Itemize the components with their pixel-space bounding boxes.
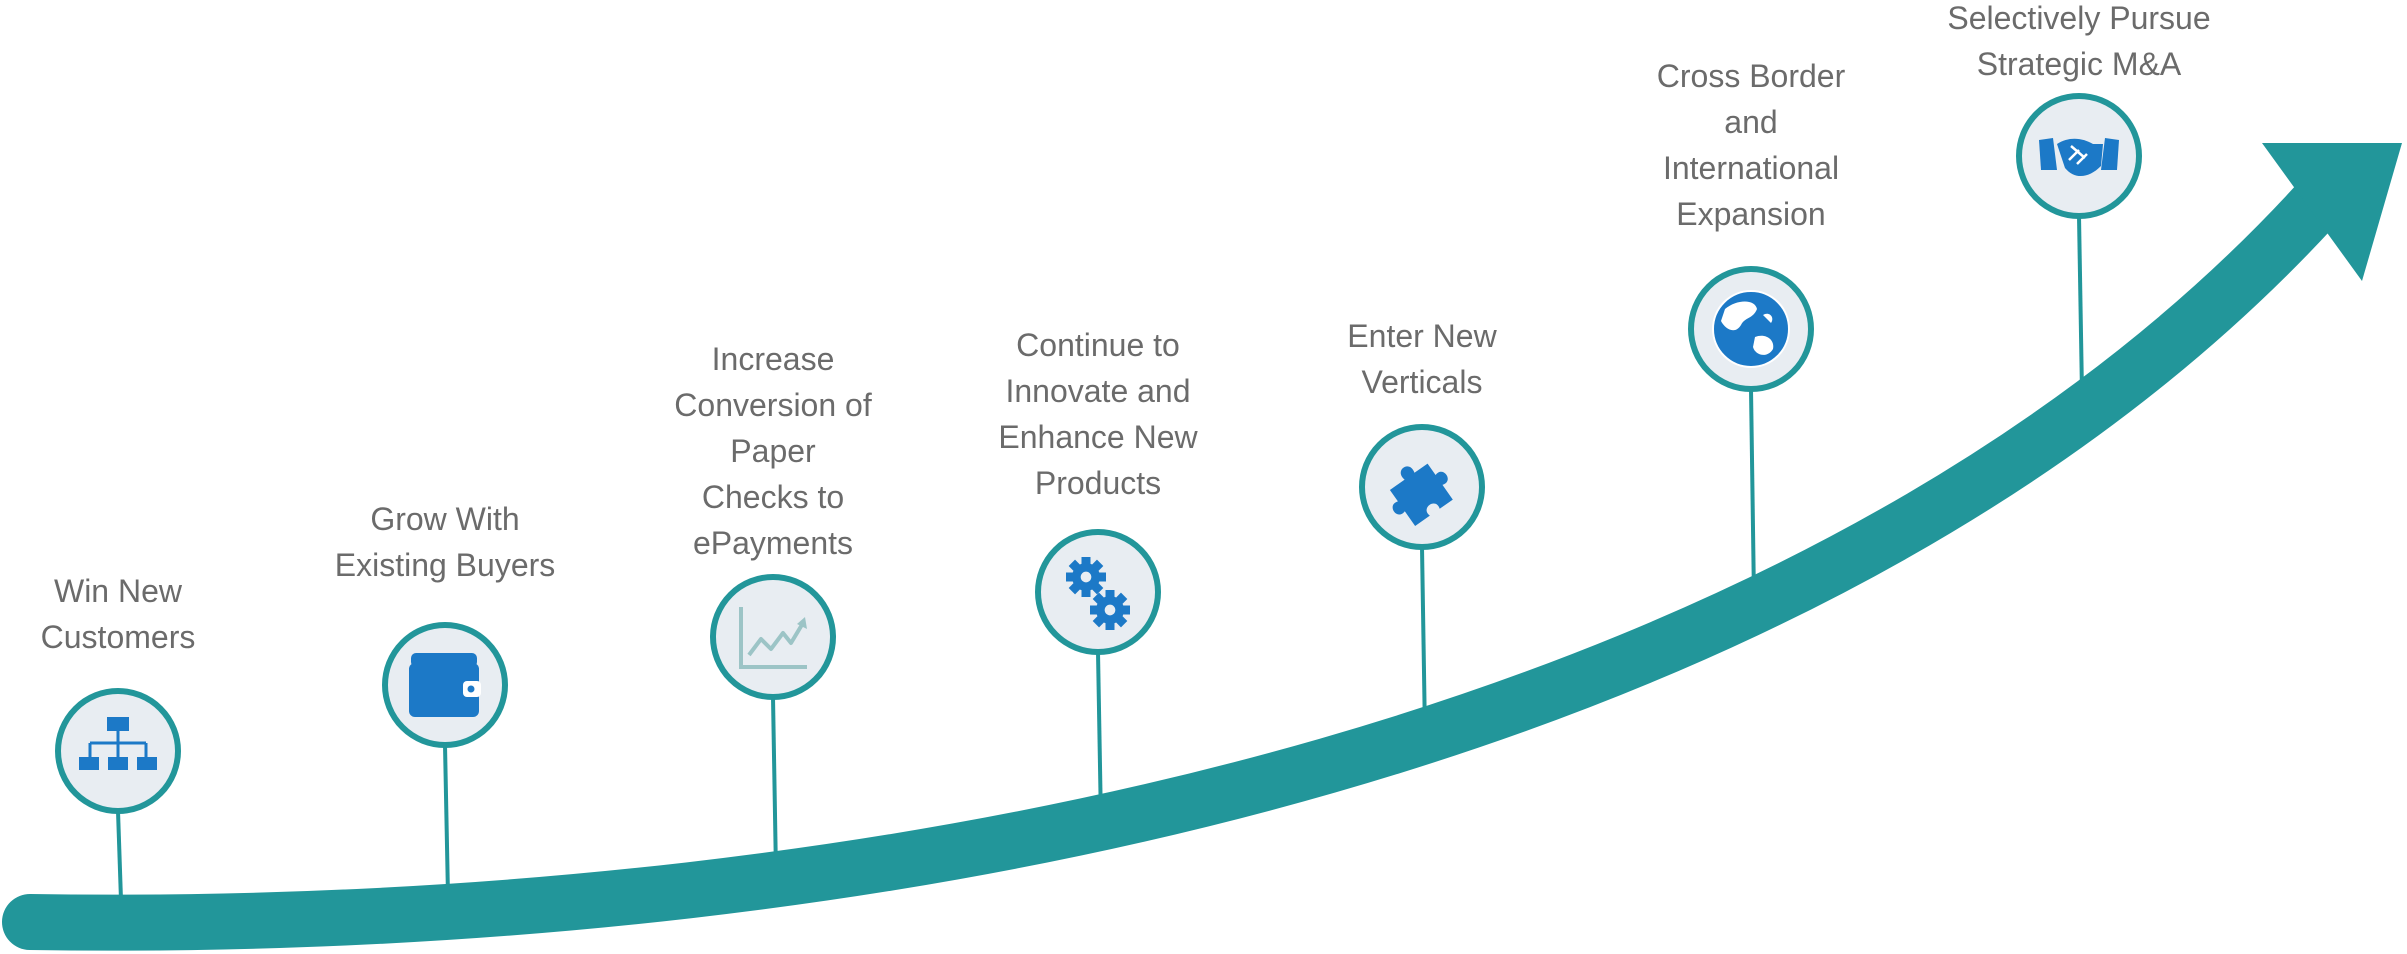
milestone-label-line: Paper [730, 433, 816, 469]
milestone-label-line: Selectively Pursue [1947, 0, 2211, 36]
org-chart-icon [79, 717, 157, 770]
milestone-label-line: Strategic M&A [1976, 46, 2182, 82]
milestone-label-line: Customers [40, 619, 196, 655]
milestone-label-line: Enhance New [998, 419, 1198, 455]
milestone-stem [2077, 215, 2084, 394]
milestone-globe [1688, 266, 1814, 599]
milestone-puzzle [1359, 424, 1485, 735]
milestone-label-line: Expansion [1676, 196, 1826, 232]
gears-icon [1066, 557, 1130, 630]
milestone-handshake [2016, 93, 2142, 394]
milestone-stem [1096, 651, 1103, 824]
milestone-label-line: Win New [53, 573, 183, 609]
milestone-label-line: Enter New [1347, 318, 1497, 354]
milestone-gears [1035, 529, 1161, 824]
puzzle-icon [1389, 463, 1453, 526]
milestone-wallet [382, 622, 508, 897]
milestone-label-line: Checks to [701, 479, 845, 515]
wallet-icon [409, 653, 481, 717]
milestone-label-line: Verticals [1361, 364, 1483, 400]
milestone-label-line: Cross Border [1656, 58, 1846, 94]
growth-arrow-head [2262, 143, 2402, 281]
milestone-label-line: International [1662, 150, 1840, 186]
milestone-label-line: Innovate and [1005, 373, 1191, 409]
milestone-label-line: Existing Buyers [334, 547, 556, 583]
milestone-stem [1420, 546, 1427, 735]
milestone-stem [116, 810, 123, 901]
milestone-label-line: Continue to [1016, 327, 1180, 363]
milestone-stem [443, 744, 450, 897]
handshake-icon [2039, 138, 2119, 177]
milestone-stem [1749, 388, 1756, 599]
milestone-label-line: Products [1034, 465, 1162, 501]
milestone-node [710, 574, 836, 700]
milestone-label-line: ePayments [692, 525, 854, 561]
milestone-label-line: and [1724, 104, 1778, 140]
milestone-label-line: Increase [711, 341, 835, 377]
milestone-org-chart [55, 688, 181, 901]
milestone-label-line: Grow With [370, 501, 520, 537]
globe-icon [1712, 290, 1790, 368]
growth-arrow-shaft [2, 150, 2368, 951]
milestone-stem [771, 696, 778, 874]
milestone-label-line: Conversion of [674, 387, 872, 423]
milestone-trend-chart [710, 574, 836, 874]
trend-chart-icon [739, 607, 807, 669]
